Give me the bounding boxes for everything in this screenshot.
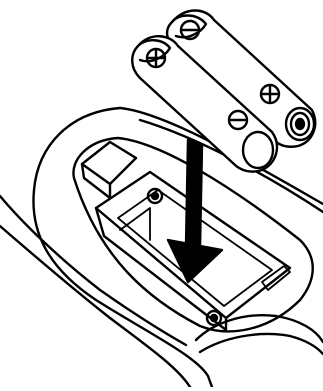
arrow-shaft [186, 140, 202, 248]
insertion-arrow-down [168, 140, 222, 282]
remote-shell-side-edge [0, 196, 186, 345]
battery-left-plus-icon [147, 49, 165, 67]
remote-bottom-lip [200, 334, 323, 354]
battery-left-negative-end [243, 132, 273, 168]
battery-right-plus-icon [261, 85, 279, 103]
battery-right-positive-terminal [286, 108, 314, 140]
battery-cover-latch [82, 142, 136, 184]
top-spring-inner [152, 193, 158, 199]
battery-left-end-cap [243, 132, 273, 168]
remote-shell-far-edge [0, 226, 190, 387]
batteries-pair [132, 11, 315, 172]
terminal-nub [296, 119, 304, 129]
bottom-spring-inner [211, 315, 217, 321]
